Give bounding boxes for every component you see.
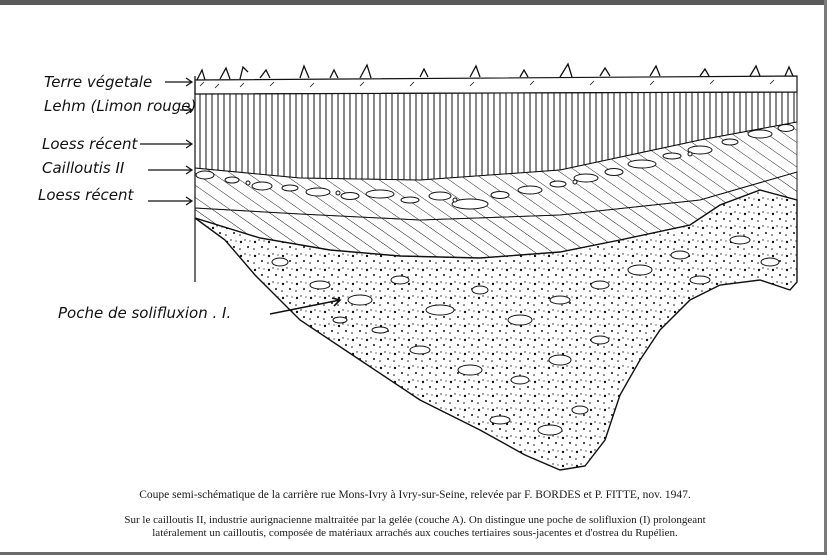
arrow-loess-recent-2 <box>148 197 192 205</box>
label-cailloutis-2: Cailloutis II <box>42 159 125 177</box>
arrow-loess-recent-1 <box>140 140 192 148</box>
label-lehm: Lehm (Limon rouge) <box>44 97 196 115</box>
arrow-terre-vegetale <box>165 78 192 86</box>
figure-caption-text: Sur le cailloutis II, industrie aurignac… <box>30 514 800 540</box>
arrow-cailloutis-2 <box>148 166 192 174</box>
label-terre-vegetale: Terre végetale <box>44 73 152 91</box>
stratigraphic-section-diagram: Terre végetale Lehm (Limon rouge) Loess … <box>0 0 827 480</box>
figure-caption-line-1: Sur le cailloutis II, industrie aurignac… <box>30 514 800 527</box>
figure-caption-title: Coupe semi-schématique de la carrière ru… <box>30 489 800 501</box>
label-loess-recent-1: Loess récent <box>42 135 139 153</box>
label-loess-recent-2: Loess récent <box>38 186 135 204</box>
figure-caption-line-2: latéralement un cailloutis, composée de … <box>30 527 800 540</box>
terre-vegetale-layer <box>195 64 797 94</box>
label-poche-solifluxion: Poche de solifluxion . I. <box>58 304 231 322</box>
